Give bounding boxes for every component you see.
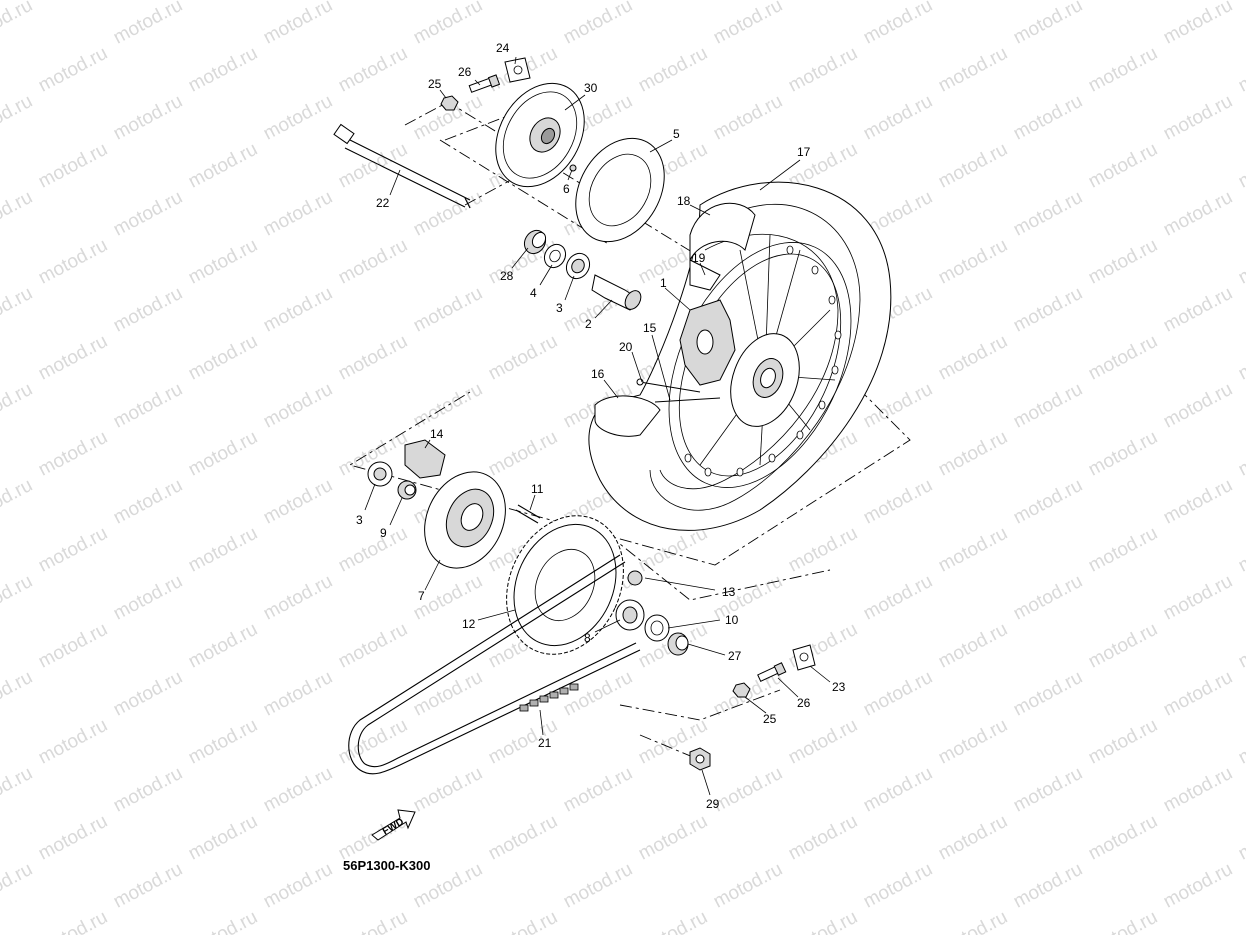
screw-6 xyxy=(569,164,577,172)
oil-seal-4 xyxy=(543,243,567,269)
label-21: 21 xyxy=(538,736,552,750)
wheel-axle-22 xyxy=(333,123,471,209)
fwd-label: FWD xyxy=(381,817,406,838)
label-4: 4 xyxy=(530,286,537,300)
label-22: 22 xyxy=(376,196,390,210)
nut-25-top xyxy=(440,95,459,111)
drive-chain-21 xyxy=(348,554,641,775)
damper-14 xyxy=(404,439,446,479)
label-10: 10 xyxy=(725,613,739,627)
nut-25-bottom xyxy=(732,682,751,698)
diagram-code: 56P1300-K300 xyxy=(343,858,431,873)
label-26-bottom: 26 xyxy=(797,696,811,710)
adjuster-plate-23 xyxy=(792,644,816,671)
oil-seal-10 xyxy=(644,614,670,642)
brake-disc-5 xyxy=(575,137,665,243)
label-8: 8 xyxy=(584,631,591,645)
label-28: 28 xyxy=(500,269,514,283)
label-6: 6 xyxy=(563,182,570,196)
label-25-top: 25 xyxy=(428,77,442,91)
nut-29 xyxy=(689,747,711,771)
label-27: 27 xyxy=(728,649,742,663)
nut-13 xyxy=(627,570,643,586)
part-number-labels: 24 25 26 30 5 6 17 18 22 19 28 4 3 1 2 1… xyxy=(356,41,846,811)
bearing-3-bottom xyxy=(367,461,393,487)
label-17: 17 xyxy=(797,145,811,159)
label-5: 5 xyxy=(673,127,680,141)
bearing-3-top xyxy=(565,252,591,280)
label-25-bottom: 25 xyxy=(763,712,777,726)
bearing-8 xyxy=(615,599,645,631)
label-15: 15 xyxy=(643,321,657,335)
stud-bolt-11 xyxy=(515,504,541,524)
label-19: 19 xyxy=(692,251,706,265)
bolt-26-bottom xyxy=(757,662,787,682)
sprocket-12 xyxy=(506,515,624,655)
tire-16 xyxy=(594,395,661,437)
adjuster-plate-24 xyxy=(504,57,531,83)
label-9: 9 xyxy=(380,526,387,540)
collar-9 xyxy=(397,480,417,500)
label-2: 2 xyxy=(585,317,592,331)
label-3-top: 3 xyxy=(556,301,563,315)
label-29: 29 xyxy=(706,797,720,811)
label-1: 1 xyxy=(660,276,667,290)
fwd-arrow-icon: FWD xyxy=(371,809,416,841)
label-26-top: 26 xyxy=(458,65,472,79)
label-30: 30 xyxy=(584,81,598,95)
label-11: 11 xyxy=(531,482,544,496)
collar-27 xyxy=(667,632,689,656)
rim-band-18 xyxy=(689,202,756,261)
label-7: 7 xyxy=(418,589,425,603)
collar-28 xyxy=(523,229,547,255)
rod-15 xyxy=(654,397,721,403)
label-12: 12 xyxy=(462,617,476,631)
label-14: 14 xyxy=(430,427,444,441)
spacer-2 xyxy=(591,274,642,311)
label-20: 20 xyxy=(619,340,633,354)
hub-30 xyxy=(495,82,585,188)
leader-lines xyxy=(364,56,831,796)
label-18: 18 xyxy=(677,194,691,208)
clutch-hub-7 xyxy=(424,471,506,569)
label-3-bottom: 3 xyxy=(356,513,363,527)
label-24: 24 xyxy=(496,41,510,55)
label-16: 16 xyxy=(591,367,605,381)
brake-bracket-1 xyxy=(679,299,736,386)
bolt-26-top xyxy=(468,74,501,93)
label-13: 13 xyxy=(722,585,736,599)
wheel-hub xyxy=(730,333,800,427)
label-23: 23 xyxy=(832,680,846,694)
